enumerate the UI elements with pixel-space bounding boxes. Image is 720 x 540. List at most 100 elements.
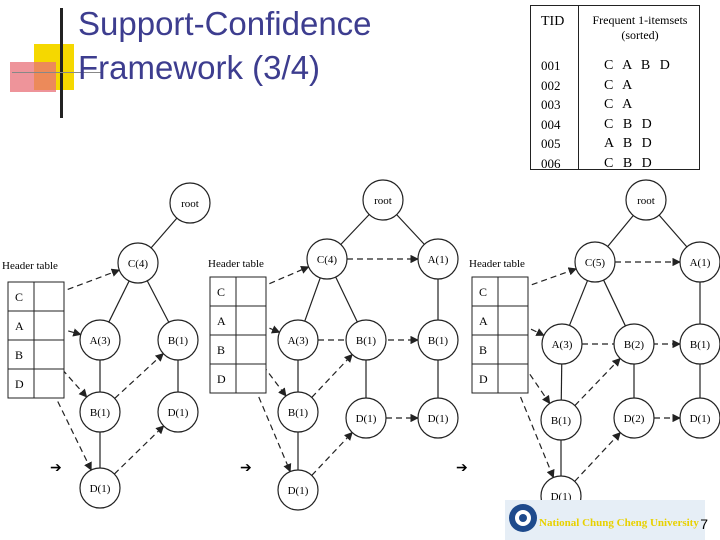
tree-node — [679, 241, 720, 283]
tree-node-label: B(2) — [624, 339, 645, 351]
header-table-label: Header table — [2, 260, 58, 272]
itemset-cell: C A — [604, 77, 636, 93]
tree-node — [362, 179, 404, 221]
tree-node-label: D(1) — [356, 413, 377, 425]
node-link — [48, 383, 92, 471]
tree-edge — [396, 214, 425, 245]
itemsets-column-header: Frequent 1-itemsets (sorted) — [592, 13, 688, 42]
header-item: D — [479, 372, 488, 386]
tree-edge — [340, 214, 370, 245]
tree-node-label: B(1) — [428, 335, 449, 347]
node-link — [512, 378, 555, 479]
node-link — [311, 431, 353, 476]
tid-cell: 004 — [541, 116, 561, 132]
tid-row: 005 A B D — [531, 136, 699, 156]
header-item: C — [479, 285, 487, 299]
tree-edge — [335, 276, 358, 323]
tree-node — [345, 319, 387, 361]
tree-node — [79, 467, 121, 509]
header-link-cell — [497, 305, 529, 336]
tree-node-label: B(1) — [90, 407, 111, 419]
title-line-1: Support-Confidence — [78, 5, 372, 42]
tid-column-header: TID — [541, 14, 565, 29]
header-item: C — [217, 285, 225, 299]
deco-vertical-line — [60, 8, 63, 118]
tree-node-label: D(1) — [90, 483, 111, 495]
itemset-cell: A B D — [604, 136, 655, 151]
header-cell — [7, 368, 35, 399]
node-link — [250, 378, 292, 473]
tree-node — [306, 238, 348, 280]
tree-node-label: root — [637, 195, 655, 207]
tree-node — [417, 397, 459, 439]
header-link-cell — [33, 339, 65, 370]
node-link — [311, 353, 353, 398]
header-item: B — [217, 343, 225, 357]
tree-node-label: C(4) — [128, 258, 149, 270]
tid-cell: 006 — [541, 155, 561, 171]
tree-node-label: B(1) — [690, 339, 711, 351]
tree-node-label: C(5) — [585, 257, 606, 269]
tree-node — [679, 323, 720, 365]
header-link-cell — [235, 305, 267, 336]
tree-node-label: D(1) — [168, 407, 189, 419]
tree-node-label: A(3) — [552, 339, 573, 351]
tree-edge — [607, 215, 634, 247]
header-item: A — [479, 314, 488, 328]
step-arrow-icon: ➔ — [50, 461, 62, 476]
tree-node — [79, 319, 121, 361]
header-link-cell — [497, 276, 529, 307]
header-item: A — [15, 319, 24, 333]
tree-node — [277, 319, 319, 361]
step-arrow-icon: ➔ — [456, 461, 468, 476]
header-item: B — [479, 343, 487, 357]
tree-edge — [658, 214, 688, 248]
header-item: D — [15, 377, 24, 391]
tree-node — [345, 397, 387, 439]
tree-node — [540, 399, 582, 441]
header-table-label: Header table — [469, 258, 525, 270]
tid-row: 002 C A — [531, 78, 699, 98]
tree-node — [157, 391, 199, 433]
node-link — [113, 425, 165, 475]
tree-node-label: B(1) — [551, 415, 572, 427]
tid-cell: 002 — [541, 77, 561, 93]
tree-node — [117, 242, 159, 284]
header-link-cell — [33, 281, 65, 312]
header-item: A — [217, 314, 226, 328]
tree-node-label: C(4) — [317, 254, 338, 266]
tree-node — [541, 323, 583, 365]
tree-node — [169, 182, 211, 224]
header-link-cell — [497, 363, 529, 394]
tid-cell: 005 — [541, 136, 561, 151]
tree-edge — [304, 277, 321, 322]
tid-cell: 003 — [541, 97, 561, 112]
header-item: C — [15, 290, 23, 304]
header-cell — [7, 339, 35, 370]
tree-node-label: B(1) — [356, 335, 377, 347]
tree-node-label: A(1) — [690, 257, 711, 269]
tree-node-label: D(2) — [624, 413, 645, 425]
tree-node — [613, 323, 655, 365]
tid-cell: 001 — [541, 58, 561, 73]
tree-node — [79, 391, 121, 433]
node-link — [574, 357, 621, 406]
logo-text: National Chung Cheng University — [539, 517, 699, 529]
header-table-label: Header table — [208, 258, 264, 270]
tree-node-label: A(3) — [288, 335, 309, 347]
tree-node-label: D(1) — [288, 485, 309, 497]
tree-node-label: B(1) — [288, 407, 309, 419]
tree-node — [613, 397, 655, 439]
step-arrow-icon: ➔ — [240, 461, 252, 476]
header-link-cell — [235, 363, 267, 394]
tree-node — [679, 397, 720, 439]
tree-edge — [150, 217, 178, 249]
tree-node-label: root — [181, 198, 199, 210]
node-link — [574, 431, 621, 482]
header-link-cell — [235, 276, 267, 307]
tree-node — [277, 391, 319, 433]
